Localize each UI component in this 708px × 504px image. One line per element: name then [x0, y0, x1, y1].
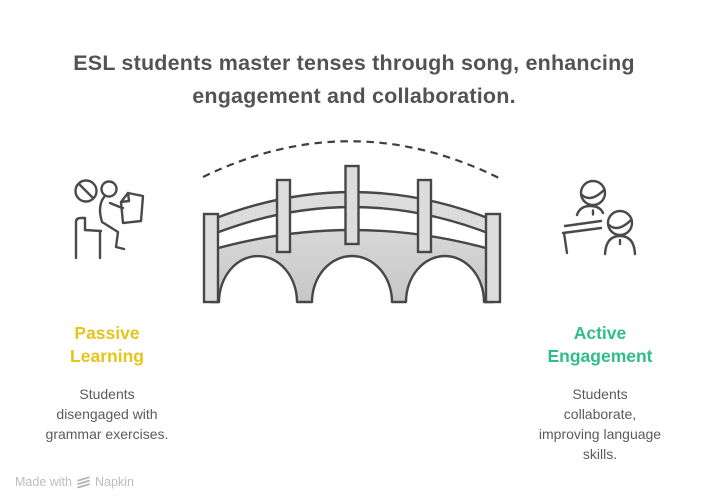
stool-back [74, 216, 87, 260]
arch-bridge-icon [202, 164, 502, 304]
bridge-post-left-end [202, 212, 220, 304]
bridge-post-left-mid [275, 178, 292, 254]
book-fold [119, 191, 131, 204]
person-head [100, 180, 118, 198]
person-body [98, 194, 126, 251]
student-back-hair [580, 188, 606, 200]
napkin-brand-label: Napkin [94, 475, 134, 489]
stool-seat [83, 228, 103, 233]
bridge-post-right-end [484, 212, 502, 304]
dashed-arc-path [202, 140, 500, 179]
person-reading-book [74, 180, 145, 260]
bridge-posts [202, 164, 502, 304]
passive-learning-description: Students disengaged with grammar exercis… [45, 386, 169, 442]
book-icon [119, 191, 145, 225]
student-back [575, 179, 607, 217]
student-front [603, 209, 637, 256]
page-title: ESL students master tenses through song,… [73, 51, 635, 108]
napkin-logo-icon [77, 475, 90, 488]
desk-icon [561, 219, 603, 255]
bridge-post-center [344, 164, 360, 246]
disengaged-student-reading-icon [74, 179, 145, 260]
prohibition-icon [74, 179, 98, 203]
bridge-post-right-mid [416, 178, 433, 254]
active-engagement-description: Students collaborate, improving language… [538, 386, 662, 462]
student-front-shoulders [603, 234, 637, 256]
made-with-napkin-watermark: Made with Napkin [15, 474, 134, 490]
passive-learning-heading: Passive Learning [70, 323, 144, 366]
dashed-arc-icon [202, 140, 500, 179]
made-with-label: Made with [15, 475, 72, 489]
collaborating-students-icon [561, 179, 637, 256]
student-back-shoulders [575, 204, 605, 217]
person-arm [108, 201, 125, 210]
active-engagement-heading: Active Engagement [547, 323, 653, 366]
student-front-hair [607, 218, 633, 230]
